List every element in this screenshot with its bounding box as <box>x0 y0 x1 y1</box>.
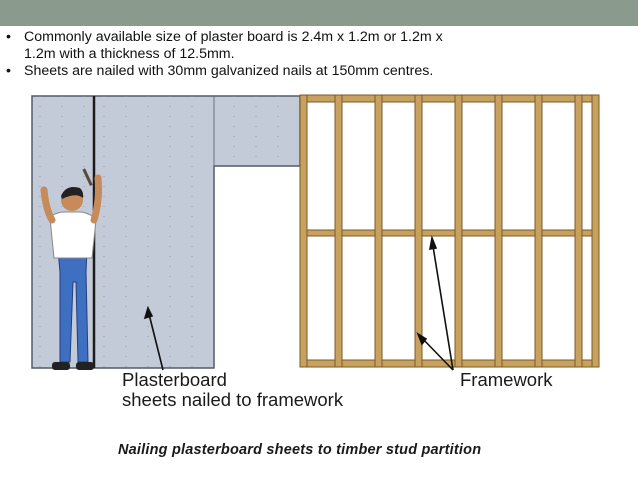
bullet-marker: • <box>6 63 11 79</box>
bullet-text: Commonly available size of plaster board… <box>24 29 443 45</box>
header-bar <box>0 0 638 26</box>
bullet-text-continuation: 1.2m with a thickness of 12.5mm. <box>24 46 235 62</box>
timber-framework <box>299 94 600 368</box>
pointer-arrows <box>143 235 454 371</box>
plasterboard-sheets <box>31 95 301 369</box>
bullet-list: • Commonly available size of plaster boa… <box>6 29 626 80</box>
figure-caption: Nailing plasterboard sheets to timber st… <box>118 442 482 458</box>
plasterboard-label-line2: sheets nailed to framework <box>122 389 344 410</box>
plasterboard-label: Plasterboard sheets nailed to framework <box>122 370 343 410</box>
bullet-marker: • <box>6 29 11 45</box>
bullet-item-plasterboard-size: • Commonly available size of plaster boa… <box>6 29 626 63</box>
bullet-item-nails: • Sheets are nailed with 30mm galvanized… <box>6 63 626 80</box>
framework-label: Framework <box>460 369 553 390</box>
plasterboard-label-line1: Plasterboard <box>122 369 227 390</box>
bullet-text: Sheets are nailed with 30mm galvanized n… <box>24 63 434 79</box>
worker-figure <box>40 168 102 370</box>
